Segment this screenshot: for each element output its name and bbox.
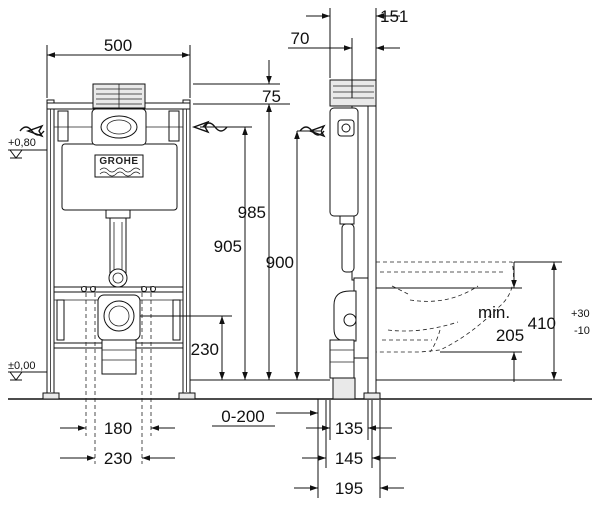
dimension-195: 195 (294, 400, 404, 498)
svg-text:195: 195 (335, 479, 363, 498)
svg-text:±0,00: ±0,00 (8, 360, 35, 372)
level-marker-upper: +0,80 (8, 137, 47, 159)
level-marker-floor: ±0,00 (8, 360, 47, 381)
dimension-900: 900 (266, 130, 320, 380)
dimension-0-200: 0-200 (212, 399, 319, 427)
svg-text:180: 180 (104, 419, 132, 438)
svg-text:230: 230 (191, 340, 219, 359)
dimension-410: 410 +30 -10 (376, 261, 590, 381)
svg-text:135: 135 (335, 419, 363, 438)
svg-text:230: 230 (104, 449, 132, 468)
dimension-min-205: min. 205 (376, 262, 524, 382)
svg-text:500: 500 (104, 36, 132, 55)
svg-text:205: 205 (496, 326, 524, 345)
cistern: GROHE (61, 108, 178, 211)
side-view-frame (329, 79, 381, 400)
waste-outlet (97, 294, 141, 375)
side-water-inlet (299, 124, 326, 138)
dimension-905: 905 (200, 126, 252, 380)
dimension-145: 145 (302, 400, 396, 468)
svg-text:min.: min. (478, 303, 510, 322)
svg-text:+0,80: +0,80 (8, 137, 36, 149)
dimension-70: 70 (288, 29, 400, 98)
brand-logo: GROHE (99, 156, 138, 167)
dimension-75: 75 (193, 60, 290, 128)
svg-text:75: 75 (262, 87, 281, 106)
dimension-230-horizontal: 230 (60, 286, 175, 468)
dimension-985: 985 (238, 104, 272, 380)
svg-text:985: 985 (238, 203, 266, 222)
svg-text:-10: -10 (574, 325, 590, 337)
flush-pipe (105, 209, 131, 288)
dimension-500: 500 (46, 36, 191, 98)
svg-text:0-200: 0-200 (221, 407, 264, 426)
svg-text:410: 410 (528, 314, 556, 333)
dimension-151: 151 (306, 7, 408, 98)
svg-text:151: 151 (380, 7, 408, 26)
dimension-230-vertical: 230 (140, 315, 232, 380)
flush-plate (92, 83, 146, 109)
svg-text:145: 145 (335, 449, 363, 468)
svg-text:70: 70 (291, 29, 310, 48)
water-inlet-left (19, 124, 45, 138)
svg-text:+30: +30 (571, 308, 590, 320)
svg-text:905: 905 (214, 237, 242, 256)
dimension-135: 135 (306, 400, 392, 440)
dimension-180: 180 (60, 286, 175, 438)
svg-text:900: 900 (266, 253, 294, 272)
